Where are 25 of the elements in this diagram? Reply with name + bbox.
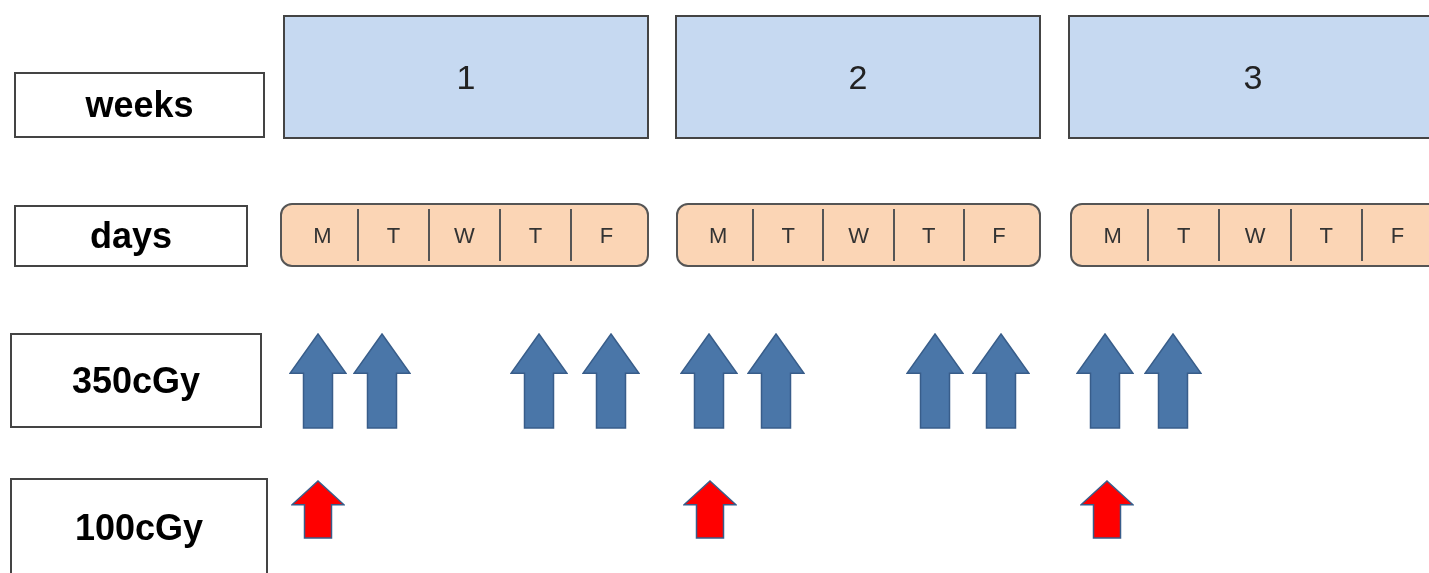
day-cell: F <box>962 209 1033 261</box>
day-group-box <box>1070 203 1429 267</box>
day-cell: M <box>684 209 753 261</box>
day-cell: T <box>1147 209 1219 261</box>
day-cell: F <box>570 209 641 261</box>
week-box: 3 <box>1068 15 1429 139</box>
day-cell: T <box>892 209 963 261</box>
day-group-box <box>676 203 1041 267</box>
day-group-box <box>280 203 649 267</box>
day-cell: T <box>1289 209 1361 261</box>
day-cell: T <box>752 209 823 261</box>
row-label-box: 100cGy <box>10 478 268 573</box>
day-cell: M <box>288 209 357 261</box>
day-cell: T <box>357 209 428 261</box>
week-box: 1 <box>283 15 649 139</box>
day-cell: W <box>822 209 893 261</box>
day-cell: M <box>1078 209 1148 261</box>
row-label-box: days <box>14 205 248 267</box>
day-cell: W <box>428 209 499 261</box>
day-cell: F <box>1360 209 1429 261</box>
row-label-box: weeks <box>14 72 265 138</box>
row-label-box: 350cGy <box>10 333 262 428</box>
day-cell: T <box>499 209 570 261</box>
day-cell: W <box>1218 209 1290 261</box>
week-box: 2 <box>675 15 1041 139</box>
